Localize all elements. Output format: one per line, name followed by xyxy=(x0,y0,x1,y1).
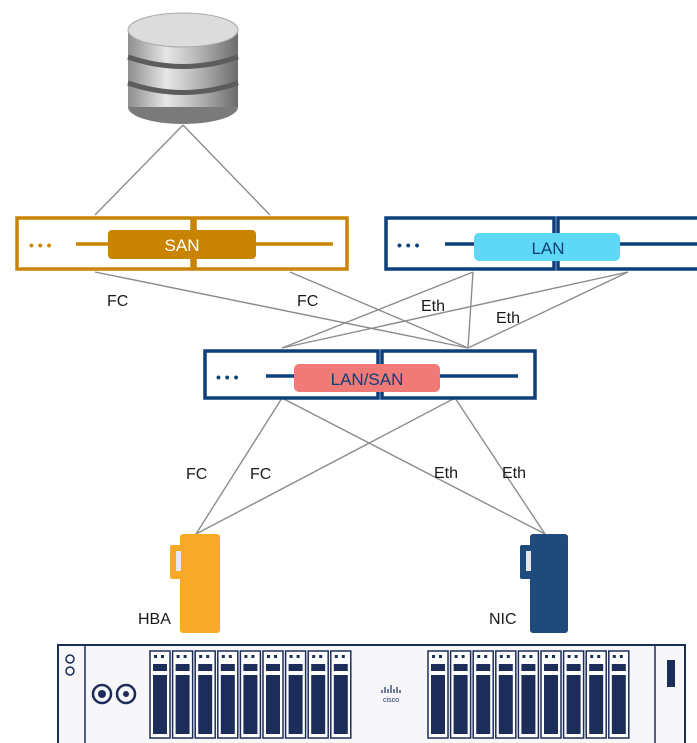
drive-bays-right xyxy=(427,650,630,739)
link-label-fc: FC xyxy=(186,466,207,483)
lan-dots: • • • xyxy=(397,237,420,253)
lan-label: LAN xyxy=(531,239,564,258)
storage-database-icon xyxy=(127,12,239,124)
link-label-fc: FC xyxy=(297,293,318,310)
drive-bay xyxy=(217,650,239,739)
drive-bay xyxy=(540,650,562,739)
drive-bay xyxy=(330,650,352,739)
link-label-eth: Eth xyxy=(502,465,526,482)
san-pill xyxy=(108,230,256,259)
server-chassis-icon: cisco xyxy=(57,644,686,743)
hba-adapter-icon xyxy=(170,534,220,633)
drive-bay xyxy=(472,650,494,739)
link-label-eth: Eth xyxy=(434,465,458,482)
drive-bays-left xyxy=(149,650,352,739)
drive-bay xyxy=(307,650,329,739)
san-switch: • • • SAN xyxy=(15,216,349,271)
lan-san-dots: • • • xyxy=(216,369,239,385)
link-label-eth: Eth xyxy=(496,310,520,327)
san-dots: • • • xyxy=(29,237,52,253)
lan-san-label: LAN/SAN xyxy=(331,370,404,389)
drive-bay xyxy=(171,650,194,739)
drive-bay xyxy=(239,650,262,739)
connection-lines xyxy=(94,124,629,535)
lan-san-pill xyxy=(294,364,440,392)
drive-bay xyxy=(427,650,449,739)
lan-san-switch: • • • LAN/SAN xyxy=(203,349,537,400)
lan-pill xyxy=(474,233,620,261)
drive-bay xyxy=(262,650,284,739)
link-labels: FC FC Eth Eth FC FC Eth Eth xyxy=(107,293,526,483)
nic-adapter-icon xyxy=(520,534,568,633)
drive-bay xyxy=(495,650,517,739)
drive-bay xyxy=(562,650,585,739)
nic-label: NIC xyxy=(489,611,517,628)
drive-bay xyxy=(194,650,216,739)
drive-bay xyxy=(449,650,472,739)
lan-switch: • • • LAN xyxy=(384,216,697,271)
san-label: SAN xyxy=(165,236,200,255)
link-label-eth: Eth xyxy=(421,298,445,315)
drive-bay xyxy=(608,650,630,739)
drive-bay xyxy=(284,650,307,739)
link-label-fc: FC xyxy=(250,466,271,483)
link-label-fc: FC xyxy=(107,293,128,310)
drive-bay xyxy=(585,650,607,739)
drive-bay xyxy=(517,650,540,739)
hba-label: HBA xyxy=(138,611,171,628)
cisco-logo-text: cisco xyxy=(383,697,399,704)
drive-bay xyxy=(149,650,171,739)
cisco-logo-icon xyxy=(381,685,401,693)
